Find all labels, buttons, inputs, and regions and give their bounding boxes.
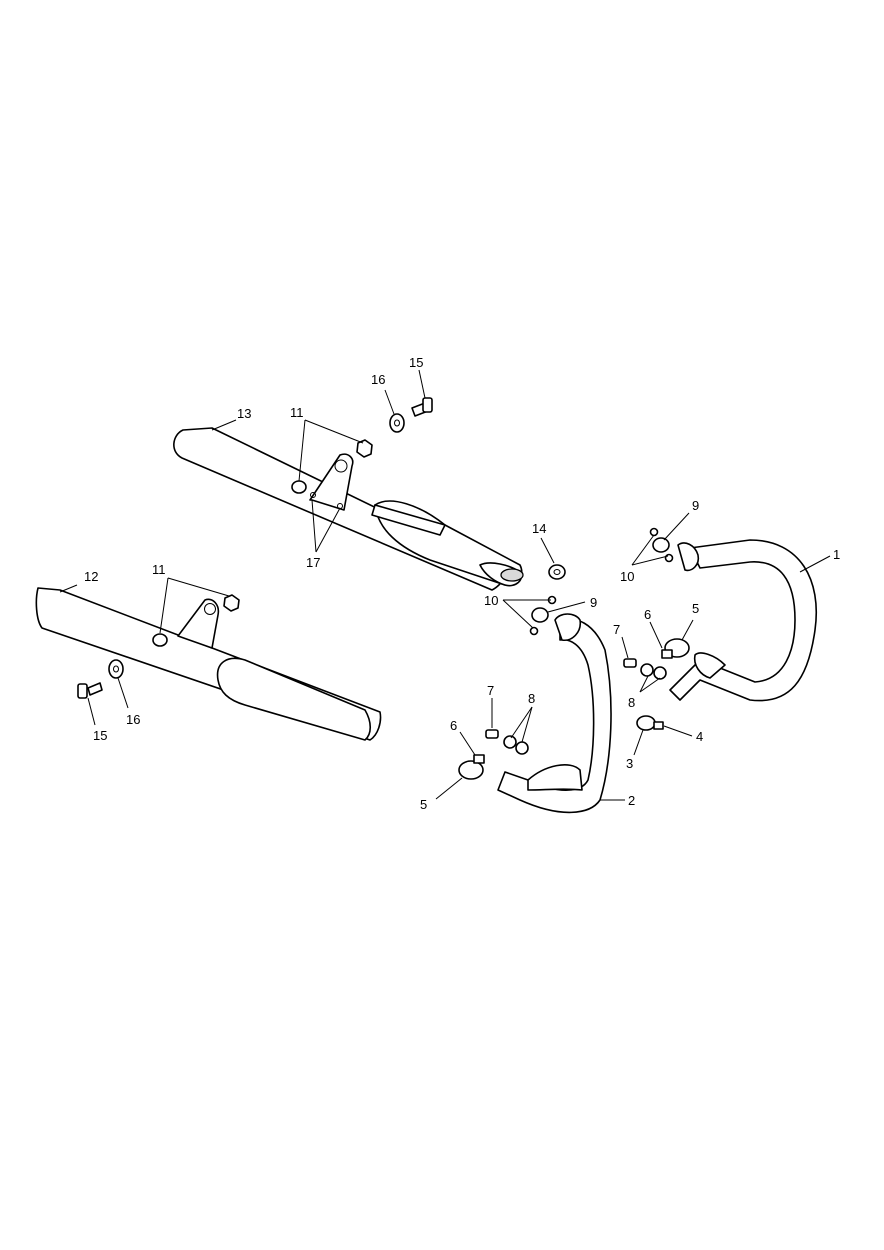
leader-lines — [59, 369, 831, 801]
callout-1: 1 — [833, 547, 840, 562]
callout-8-center: 8 — [528, 691, 535, 706]
header-pipe-1 — [669, 539, 817, 702]
small-parts — [77, 397, 690, 780]
callout-7-right: 7 — [613, 622, 620, 637]
callout-11-lower: 11 — [152, 562, 166, 577]
callout-5-right: 5 — [692, 601, 699, 616]
callout-16-upper: 16 — [371, 372, 385, 387]
callout-9-center: 9 — [590, 595, 597, 610]
callouts: 1 2 3 4 5 5 6 6 7 7 8 8 9 9 10 10 11 11 … — [84, 355, 840, 812]
callout-6-center: 6 — [450, 718, 457, 733]
callout-12: 12 — [84, 569, 98, 584]
callout-5-center: 5 — [420, 797, 427, 812]
callout-6-right: 6 — [644, 607, 651, 622]
callout-16-lower: 16 — [126, 712, 140, 727]
callout-14: 14 — [532, 521, 546, 536]
callout-4: 4 — [696, 729, 703, 744]
silencer-lower — [35, 587, 382, 741]
callout-7-center: 7 — [487, 683, 494, 698]
callout-10-center: 10 — [484, 593, 498, 608]
callout-10-right: 10 — [620, 569, 634, 584]
callout-8-right: 8 — [628, 695, 635, 710]
callout-9-right: 9 — [692, 498, 699, 513]
callout-15-lower: 15 — [93, 728, 107, 743]
callout-11-upper: 11 — [290, 405, 304, 420]
header-pipe-2 — [497, 613, 612, 814]
silencer-upper — [173, 427, 524, 591]
callout-2: 2 — [628, 793, 635, 808]
callout-13: 13 — [237, 406, 251, 421]
callout-3: 3 — [626, 756, 633, 771]
callout-17: 17 — [306, 555, 320, 570]
callout-15-upper: 15 — [409, 355, 423, 370]
